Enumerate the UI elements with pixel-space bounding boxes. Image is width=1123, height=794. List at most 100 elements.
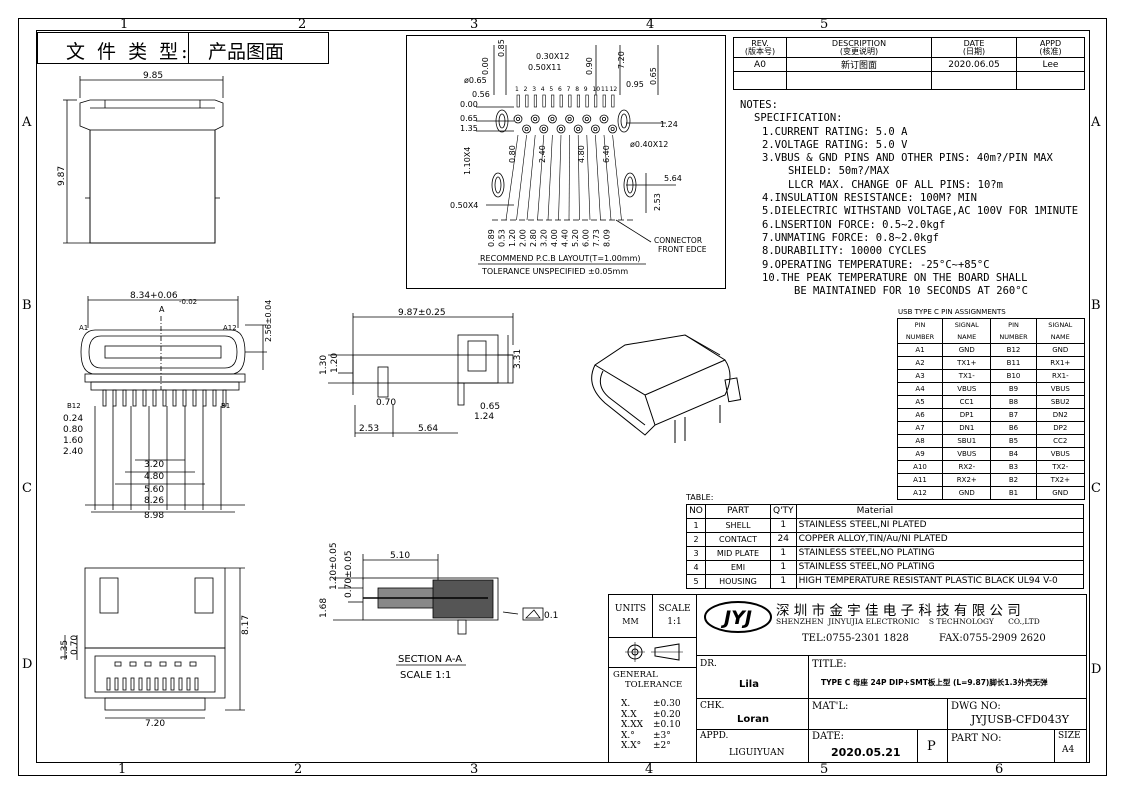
chk-value: Loran bbox=[737, 714, 770, 725]
revision-table: REV.(版本号) DESCRIPTION(变更说明) DATE(日期) APP… bbox=[733, 37, 1085, 90]
note-line: 7.UNMATING FORCE: 0.8~2.0kgf bbox=[762, 231, 940, 244]
pin-header: PIN NUMBER bbox=[896, 318, 944, 344]
bottom-view-lead bbox=[162, 677, 167, 691]
pin-cell: GND bbox=[1035, 343, 1086, 357]
grid-line bbox=[1054, 729, 1055, 762]
pin-view-dim: 2.56±0.04 bbox=[264, 300, 273, 342]
pcb-hole-inner bbox=[610, 127, 615, 132]
bottom-dim: 7.20 bbox=[145, 719, 165, 729]
connector-lead bbox=[192, 389, 197, 407]
grid-line bbox=[696, 655, 1086, 656]
note-line: 2.VOLTAGE RATING: 5.0 V bbox=[762, 138, 908, 151]
pin-cell: B2 bbox=[990, 473, 1037, 487]
pcb-hole bbox=[556, 124, 566, 134]
pcb-leader bbox=[526, 134, 536, 221]
notes-block: NOTES: SPECIFICATION: 1.CURRENT RATING: … bbox=[740, 99, 1078, 298]
bottom-view-lead bbox=[154, 677, 159, 691]
pcb-bottom-dim: 2.80 bbox=[529, 229, 538, 247]
pcb-pin-number: 6 bbox=[558, 86, 562, 93]
pcb-leader bbox=[612, 134, 622, 221]
material-cell: STAINLESS STEEL,NI PLATED bbox=[795, 518, 1085, 533]
connector-lead bbox=[142, 389, 147, 407]
pcb-pin-number: 12 bbox=[610, 86, 618, 93]
dr-label: DR. bbox=[700, 659, 717, 669]
pcb-hole bbox=[599, 114, 609, 124]
pcb-hole bbox=[539, 124, 549, 134]
size-value: A4 bbox=[1062, 745, 1075, 755]
pcb-bottom-dim: 2.00 bbox=[519, 229, 528, 247]
zone-bottom-3: 3 bbox=[470, 762, 479, 777]
pin-cell: B9 bbox=[990, 382, 1037, 396]
pcb-smt-pad bbox=[525, 94, 529, 108]
pcb-hole bbox=[608, 124, 618, 134]
pin-cell: RX1+ bbox=[1035, 356, 1086, 370]
bottom-view-drawing: 1.35 0.70 8.17 7.20 bbox=[60, 567, 251, 729]
tolerance-key: X.X bbox=[621, 709, 637, 720]
side-dim: 1.30 bbox=[319, 355, 329, 375]
note-line: BE MAINTAINED FOR 10 SECONDS AT 260°C bbox=[794, 285, 1028, 298]
side-dim: 3.31 bbox=[513, 349, 523, 369]
pin-view-dim: A1 bbox=[79, 324, 88, 332]
pcb-connector-note: CONNECTOR bbox=[654, 236, 702, 245]
side-dim: 0.65 bbox=[480, 402, 500, 412]
pcb-hole-inner bbox=[584, 117, 589, 122]
title-block: UNITS MM SCALE 1:1 JYJ 深 圳 市 金 宇 佳 电 子 科… bbox=[608, 594, 1087, 763]
material-cell: 2 bbox=[686, 532, 706, 547]
pcb-hole-inner bbox=[533, 117, 538, 122]
pcb-bottom-dim: 4.40 bbox=[561, 229, 570, 247]
pcb-leader bbox=[537, 134, 545, 221]
pcb-bottom-dim: 0.53 bbox=[498, 229, 507, 247]
material-cell: MID PLATE bbox=[705, 546, 771, 561]
pcb-dim: 0.95 bbox=[626, 80, 644, 89]
material-cell: 1 bbox=[770, 518, 797, 533]
material-cell: STAINLESS STEEL,NO PLATING bbox=[795, 546, 1085, 561]
front-dim: 9.85 bbox=[143, 71, 163, 81]
note-line: LLCR MAX. CHANGE OF ALL PINS: 10?m bbox=[788, 178, 1003, 191]
material-cell: HIGH TEMPERATURE RESISTANT PLASTIC BLACK… bbox=[795, 574, 1085, 589]
pin-cell: A10 bbox=[896, 460, 944, 474]
pin-cell: VBUS bbox=[1035, 447, 1086, 461]
pcb-pin-number: 8 bbox=[575, 86, 579, 93]
pcb-pin-number: 3 bbox=[532, 86, 536, 93]
pin-cell: SBU1 bbox=[942, 434, 992, 448]
pin-cell: B8 bbox=[990, 395, 1037, 409]
note-line: 8.DURABILITY: 10000 CYCLES bbox=[762, 245, 927, 258]
material-cell: 24 bbox=[770, 532, 797, 547]
date-value: 2020.05.21 bbox=[831, 746, 901, 759]
note-line: 10.THE PEAK TEMPERATURE ON THE BOARD SHA… bbox=[762, 271, 1028, 284]
pcb-pin-number: 2 bbox=[524, 86, 528, 93]
pcb-hole-inner bbox=[541, 127, 546, 132]
pin-view-dim: 8.26 bbox=[144, 496, 164, 506]
zone-right-B: B bbox=[1091, 298, 1101, 313]
units-cell: UNITS MM bbox=[609, 595, 653, 638]
date-label: DATE: bbox=[812, 731, 845, 742]
pin-view-dim: B12 bbox=[67, 402, 81, 410]
pcb-smt-pad bbox=[551, 94, 555, 108]
pin-cell: B11 bbox=[990, 356, 1037, 370]
pcb-dim: ø0.65 bbox=[464, 76, 487, 85]
pcb-dim: 4.80 bbox=[577, 145, 586, 163]
section-dim: 1.68 bbox=[319, 598, 329, 618]
tolerance-value: ±2° bbox=[653, 741, 671, 751]
connector-lead bbox=[152, 389, 157, 407]
material-cell: 5 bbox=[686, 574, 706, 589]
tolerance-row: X.X°±2° bbox=[621, 741, 681, 752]
bottom-view-lead bbox=[130, 677, 135, 691]
pcb-hole-inner bbox=[550, 117, 555, 122]
bottom-view-lead bbox=[114, 677, 119, 691]
pcb-smt-pad bbox=[533, 94, 537, 108]
note-line: 4.INSULATION RESISTANCE: 100M? MIN bbox=[762, 192, 977, 205]
doc-type-divider bbox=[188, 33, 189, 63]
pin-view-drawing: 8.34+0.06 -0.02 2.56±0.04 A A1 A12 B12 B… bbox=[63, 291, 273, 521]
connector-lead bbox=[202, 389, 207, 407]
pcb-dim: 0.50X4 bbox=[450, 201, 478, 210]
pin-cell: GND bbox=[942, 486, 992, 500]
doc-type-label: 文 件 类 型: bbox=[66, 41, 191, 63]
tolerance-row: X.X±0.20 bbox=[621, 710, 681, 721]
pin-cell: A1 bbox=[896, 343, 944, 357]
